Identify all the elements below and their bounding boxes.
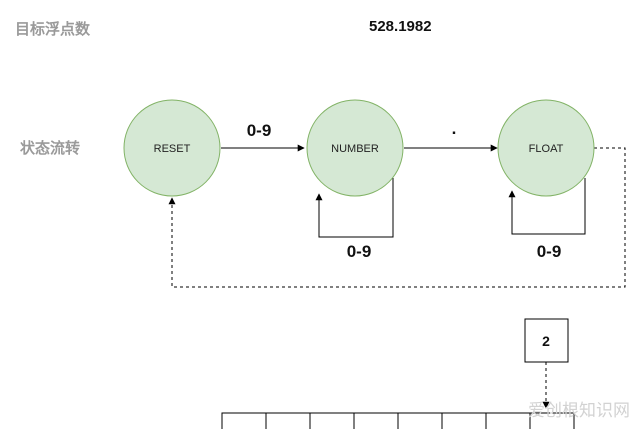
target-float-label: 目标浮点数 [15, 20, 91, 38]
array-cell [309, 412, 355, 429]
digit-array [221, 412, 575, 429]
edge-label-number-to-float: . [452, 119, 457, 138]
state-reset-label: RESET [154, 143, 191, 155]
array-cell [529, 412, 575, 429]
state-number-label: NUMBER [331, 143, 379, 155]
pointer-box-value: 2 [542, 333, 550, 349]
array-cell [441, 412, 487, 429]
array-cell [265, 412, 311, 429]
pointer-box: 2 [524, 318, 569, 363]
edge-float-loop [508, 178, 586, 235]
array-cell [353, 412, 399, 429]
edge-float-to-reset [168, 147, 626, 288]
array-cell [221, 412, 267, 429]
state-transition-label: 状态流转 [20, 139, 81, 157]
watermark: 爱创根知识网 [528, 401, 630, 421]
edge-label-reset-to-number: 0-9 [247, 121, 272, 140]
edge-label-float-loop: 0-9 [537, 242, 562, 261]
array-cell [397, 412, 443, 429]
edge-number-loop [315, 178, 394, 238]
state-number: NUMBER [306, 99, 404, 197]
state-float: FLOAT [497, 99, 595, 197]
target-float-value: 528.1982 [369, 18, 432, 35]
edge-label-number-loop: 0-9 [347, 242, 372, 261]
array-cell [485, 412, 531, 429]
state-reset: RESET [123, 99, 221, 197]
state-float-label: FLOAT [529, 143, 564, 155]
